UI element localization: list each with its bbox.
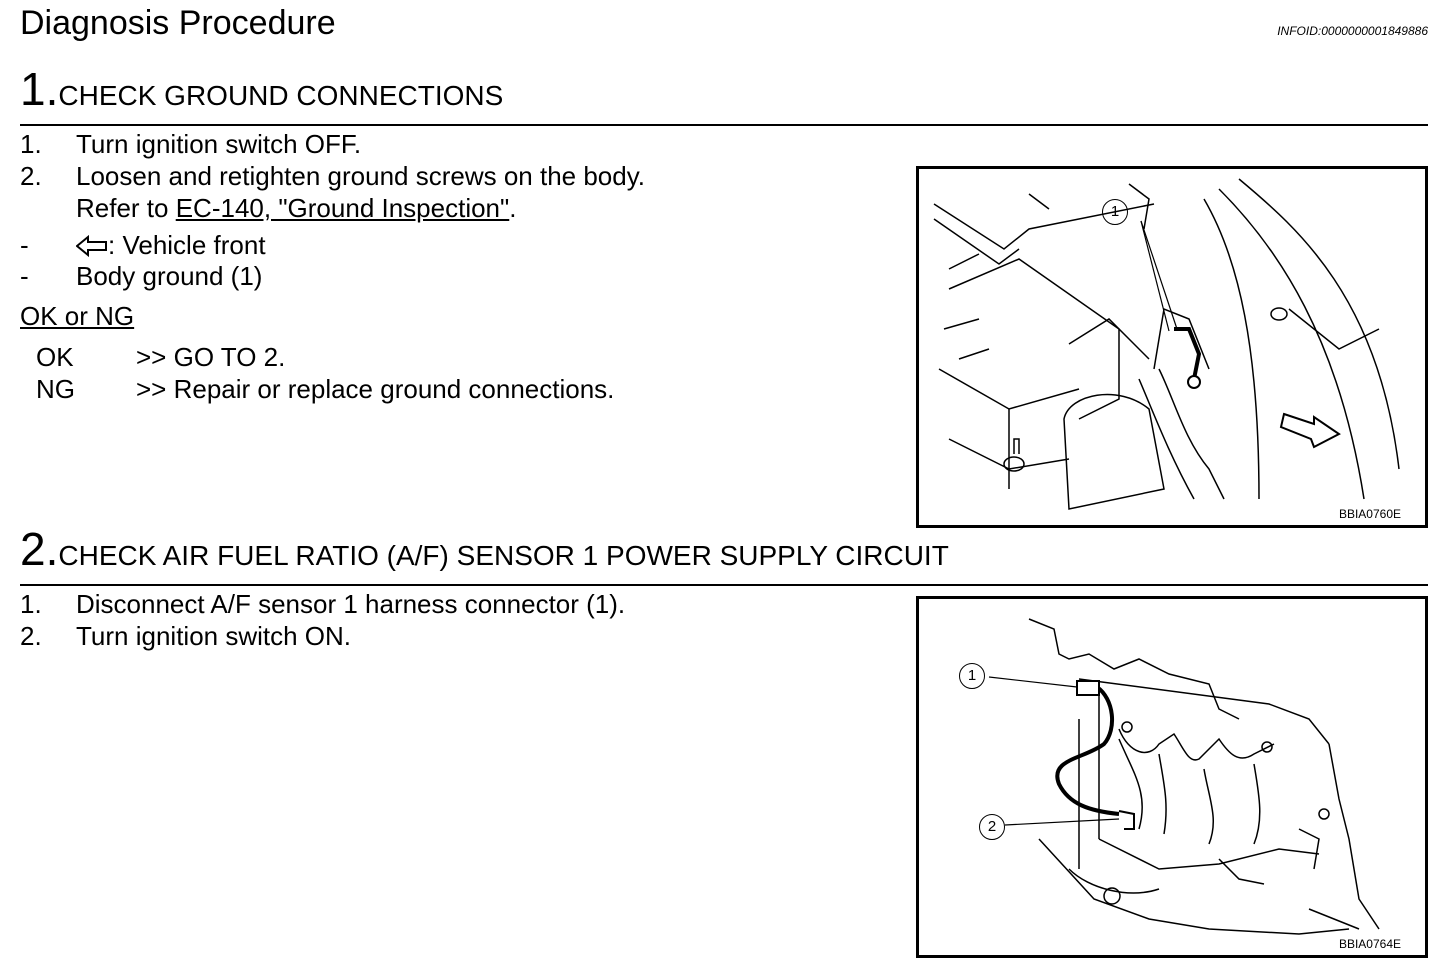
note-text: : Vehicle front	[108, 230, 266, 260]
refer-suffix: .	[509, 193, 517, 223]
callout-1: 1	[959, 663, 985, 689]
result-key: OK	[36, 342, 74, 372]
figure-code: BBIA0764E	[1338, 937, 1401, 951]
step-2-heading: 2.CHECK AIR FUEL RATIO (A/F) SENSOR 1 PO…	[20, 526, 949, 572]
vehicle-front-arrow	[1279, 412, 1341, 449]
callout-1: 1	[1102, 199, 1128, 225]
result-value: >> Repair or replace ground connections.	[136, 374, 615, 404]
step-1-divider	[20, 124, 1428, 126]
note-vehicle-front: - : Vehicle front	[20, 230, 266, 260]
instruction-text: Loosen and retighten ground screws on th…	[76, 161, 646, 191]
step-2-instruction-1: 1. Disconnect A/F sensor 1 harness connec…	[20, 589, 625, 619]
step-2-instruction-2: 2. Turn ignition switch ON.	[20, 621, 351, 651]
instruction-text: Turn ignition switch ON.	[76, 621, 352, 651]
instruction-text: Turn ignition switch OFF.	[76, 129, 362, 159]
note-bullet: -	[20, 261, 29, 291]
note-text: Body ground (1)	[76, 261, 263, 291]
result-ok: OK >> GO TO 2.	[36, 342, 285, 372]
result-value: >> GO TO 2.	[136, 342, 286, 372]
note-body-ground: - Body ground (1)	[20, 261, 262, 291]
result-key: NG	[36, 374, 75, 404]
instruction-number: 2.	[20, 621, 42, 651]
sensor-harness	[1055, 685, 1120, 816]
step-1-instruction-1: 1. Turn ignition switch OFF.	[20, 129, 361, 159]
step-2-divider	[20, 584, 1428, 586]
instruction-number: 1.	[20, 129, 42, 159]
arrow-left-icon	[75, 233, 108, 258]
info-id: INFOID:0000000001849886	[1277, 24, 1428, 38]
ground-inspection-link[interactable]: EC-140, "Ground Inspection"	[175, 193, 510, 223]
instruction-number: 2.	[20, 161, 42, 191]
instruction-number: 1.	[20, 589, 42, 619]
step-1-title: CHECK GROUND CONNECTIONS	[58, 80, 504, 111]
step-2-number: 2.	[20, 523, 59, 575]
callout-2: 2	[979, 814, 1005, 840]
ground-location-figure: 1 BBIA0760E	[916, 166, 1428, 528]
exhaust-manifold-illustration	[988, 618, 1380, 935]
engine-bay-illustration	[933, 178, 1400, 510]
refer-line: Refer to EC-140, "Ground Inspection".	[76, 193, 516, 223]
af-sensor-figure: 1 2 BBIA0764E	[916, 596, 1428, 958]
step-1-heading: 1.CHECK GROUND CONNECTIONS	[20, 66, 503, 112]
step-2-title: CHECK AIR FUEL RATIO (A/F) SENSOR 1 POWE…	[58, 540, 949, 571]
instruction-text: Disconnect A/F sensor 1 harness connecto…	[76, 589, 626, 619]
refer-prefix: Refer to	[76, 193, 176, 223]
ok-ng-label: OK or NG	[20, 301, 135, 331]
figure-code: BBIA0760E	[1338, 507, 1401, 521]
step-1-number: 1.	[20, 63, 59, 115]
page-title: Diagnosis Procedure	[20, 4, 336, 42]
result-ng: NG >> Repair or replace ground connection…	[36, 374, 614, 404]
note-bullet: -	[20, 230, 29, 260]
harness-connector-shape	[1076, 680, 1100, 696]
body-ground-harness	[1174, 327, 1202, 380]
step-1-instruction-2: 2. Loosen and retighten ground screws on …	[20, 161, 645, 191]
